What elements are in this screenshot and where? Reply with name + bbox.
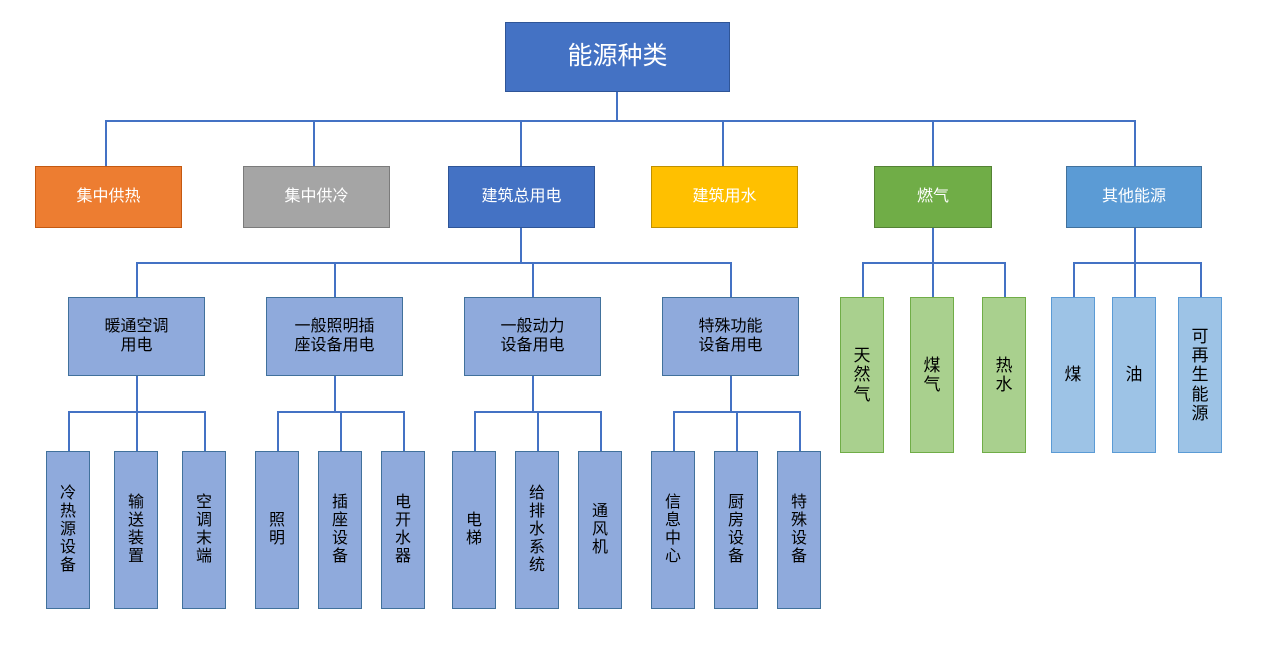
node-transport-device[interactable]: 输 送 装 置 [114, 451, 158, 609]
node-label: 插 座 设 备 [331, 494, 348, 565]
node-renewable-energy[interactable]: 可 再 生 能 源 [1178, 297, 1222, 453]
node-label: 建筑总用电 [481, 187, 562, 205]
connector-to-other-energy [1134, 120, 1136, 166]
connector-to-district-heating [105, 120, 107, 166]
node-label: 热 水 [995, 355, 1013, 394]
connector-to-cold-heat-source [68, 411, 70, 451]
connector-to-hot-water [1004, 262, 1006, 297]
connector-to-plumbing [537, 411, 539, 451]
node-label: 集中供热 [76, 187, 141, 205]
node-label: 其他能源 [1101, 187, 1166, 205]
node-building-electricity[interactable]: 建筑总用电 [448, 166, 595, 228]
node-label: 可 再 生 能 源 [1191, 327, 1209, 423]
node-label: 输 送 装 置 [127, 494, 144, 565]
connector-lighting-stem [334, 376, 336, 412]
connector-special-stem [730, 376, 732, 412]
node-general-lighting-socket-electricity[interactable]: 一般照明插 座设备用电 [266, 297, 403, 376]
node-lighting[interactable]: 照 明 [255, 451, 299, 609]
node-general-power-equipment-electricity[interactable]: 一般动力 设备用电 [464, 297, 601, 376]
node-label: 集中供冷 [284, 187, 349, 205]
node-natural-gas[interactable]: 天 然 气 [840, 297, 884, 453]
connector-other-stem [1134, 228, 1136, 263]
node-hvac-electricity[interactable]: 暖通空调 用电 [68, 297, 205, 376]
node-socket-equipment[interactable]: 插 座 设 备 [318, 451, 362, 609]
node-gas[interactable]: 燃气 [874, 166, 992, 228]
node-label: 煤 [1064, 365, 1082, 385]
connector-to-water-boiler [403, 411, 405, 451]
connector-to-kitchen-device [736, 411, 738, 451]
connector-to-elevator [474, 411, 476, 451]
node-ventilation-fan[interactable]: 通 风 机 [578, 451, 622, 609]
node-label: 冷 热 源 设 备 [59, 485, 76, 574]
node-label: 特 殊 设 备 [790, 494, 807, 565]
connector-to-ventilation-fan [600, 411, 602, 451]
connector-other-bus [1073, 262, 1200, 264]
node-hot-water[interactable]: 热 水 [982, 297, 1026, 453]
node-root-energy-types[interactable]: 能源种类 [505, 22, 730, 92]
connector-to-district-cooling [313, 120, 315, 166]
node-label: 燃气 [916, 187, 949, 205]
node-coal-gas[interactable]: 煤 气 [910, 297, 954, 453]
node-label: 给 排 水 系 统 [528, 485, 545, 574]
connector-to-oil [1134, 262, 1136, 297]
node-label: 油 [1125, 365, 1143, 385]
node-label: 信 息 中 心 [664, 494, 681, 565]
connector-to-lighting [334, 262, 336, 297]
node-electric-water-boiler[interactable]: 电 开 水 器 [381, 451, 425, 609]
node-label: 空 调 末 端 [195, 494, 212, 565]
node-oil[interactable]: 油 [1112, 297, 1156, 453]
node-label: 特殊功能 设备用电 [698, 317, 763, 354]
node-label: 通 风 机 [591, 503, 608, 556]
connector-to-natural-gas [862, 262, 864, 297]
node-information-center[interactable]: 信 息 中 心 [651, 451, 695, 609]
node-kitchen-equipment[interactable]: 厨 房 设 备 [714, 451, 758, 609]
connector-electricity-stem [520, 228, 522, 263]
connector-to-transport-device [136, 411, 138, 451]
connector-to-coal [1073, 262, 1075, 297]
node-cold-heat-source-equipment[interactable]: 冷 热 源 设 备 [46, 451, 90, 609]
connector-to-info-center [673, 411, 675, 451]
node-district-cooling[interactable]: 集中供冷 [243, 166, 390, 228]
connector-level2-bus [105, 120, 1135, 122]
node-ac-terminal[interactable]: 空 调 末 端 [182, 451, 226, 609]
connector-to-power [532, 262, 534, 297]
node-district-heating[interactable]: 集中供热 [35, 166, 182, 228]
node-label: 能源种类 [567, 42, 668, 71]
node-label: 建筑用水 [692, 187, 757, 205]
connector-to-special [730, 262, 732, 297]
connector-to-renewable [1200, 262, 1202, 297]
node-label: 电 梯 [465, 512, 482, 547]
node-label: 天 然 气 [853, 346, 871, 404]
node-special-equipment[interactable]: 特 殊 设 备 [777, 451, 821, 609]
connector-to-building-electricity [520, 120, 522, 166]
node-label: 照 明 [268, 512, 285, 547]
node-special-function-equipment-electricity[interactable]: 特殊功能 设备用电 [662, 297, 799, 376]
node-label: 煤 气 [923, 355, 941, 394]
connector-root-stem [616, 92, 618, 121]
connector-to-ac-terminal [204, 411, 206, 451]
connector-to-building-water [722, 120, 724, 166]
node-label: 电 开 水 器 [394, 494, 411, 565]
node-coal[interactable]: 煤 [1051, 297, 1095, 453]
node-label: 一般动力 设备用电 [500, 317, 565, 354]
connector-hvac-stem [136, 376, 138, 412]
connector-power-stem [532, 376, 534, 412]
node-label: 一般照明插 座设备用电 [294, 317, 375, 354]
node-label: 厨 房 设 备 [727, 494, 744, 565]
connector-level3-bus [136, 262, 730, 264]
node-other-energy[interactable]: 其他能源 [1066, 166, 1202, 228]
connector-to-lighting-leaf [277, 411, 279, 451]
connector-gas-stem [932, 228, 934, 263]
connector-to-socket-device [340, 411, 342, 451]
node-label: 暖通空调 用电 [104, 317, 169, 354]
node-water-supply-drainage-system[interactable]: 给 排 水 系 统 [515, 451, 559, 609]
connector-to-hvac [136, 262, 138, 297]
connector-to-gas [932, 120, 934, 166]
node-elevator[interactable]: 电 梯 [452, 451, 496, 609]
connector-to-special-device [799, 411, 801, 451]
node-building-water[interactable]: 建筑用水 [651, 166, 798, 228]
connector-to-coal-gas [932, 262, 934, 297]
